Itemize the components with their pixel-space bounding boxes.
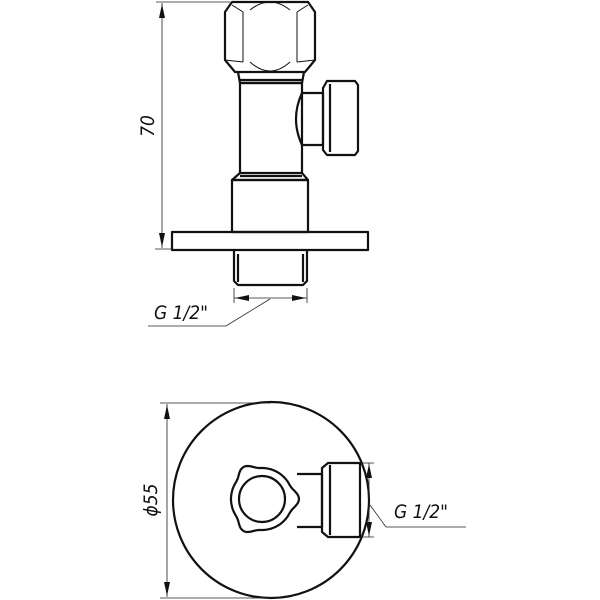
arrow-up-icon bbox=[366, 464, 372, 478]
neck bbox=[236, 71, 306, 85]
side-thread-label: G 1/2" bbox=[154, 302, 208, 324]
arrow-down-icon bbox=[159, 233, 165, 247]
outlet-nut bbox=[320, 461, 362, 539]
lower-body bbox=[230, 178, 310, 234]
height-dimension: 70 bbox=[137, 115, 159, 137]
top-thread-label: G 1/2" bbox=[394, 501, 448, 523]
top-view: ϕ55 G 1/2" bbox=[140, 400, 466, 600]
outlet-stem bbox=[297, 472, 324, 529]
arrow-up-icon bbox=[159, 4, 165, 18]
arrow-down-icon bbox=[366, 522, 372, 536]
handwheel bbox=[229, 464, 301, 534]
height-dimension-line bbox=[155, 1, 230, 250]
thread-connection bbox=[232, 250, 309, 287]
side-outlet-stem bbox=[294, 91, 325, 147]
valve-body bbox=[238, 81, 304, 175]
flange bbox=[170, 230, 370, 252]
diameter-dimension-line bbox=[160, 402, 271, 599]
stem-circle bbox=[237, 474, 287, 524]
arrow-up-icon bbox=[164, 405, 170, 419]
diameter-dimension: ϕ55 bbox=[140, 483, 162, 516]
side-view: 70 G 1/2" bbox=[137, 0, 370, 327]
outlet-thread-dimension-line bbox=[360, 462, 466, 538]
arrow-left-icon bbox=[235, 295, 249, 301]
cap-hex-nut bbox=[223, 0, 317, 74]
flange-circle bbox=[171, 400, 371, 600]
thread-dimension-line bbox=[148, 288, 308, 327]
cap-facets bbox=[224, 1, 316, 72]
arrow-down-icon bbox=[164, 582, 170, 596]
side-outlet-nut bbox=[321, 79, 360, 157]
arrow-right-icon bbox=[292, 295, 306, 301]
